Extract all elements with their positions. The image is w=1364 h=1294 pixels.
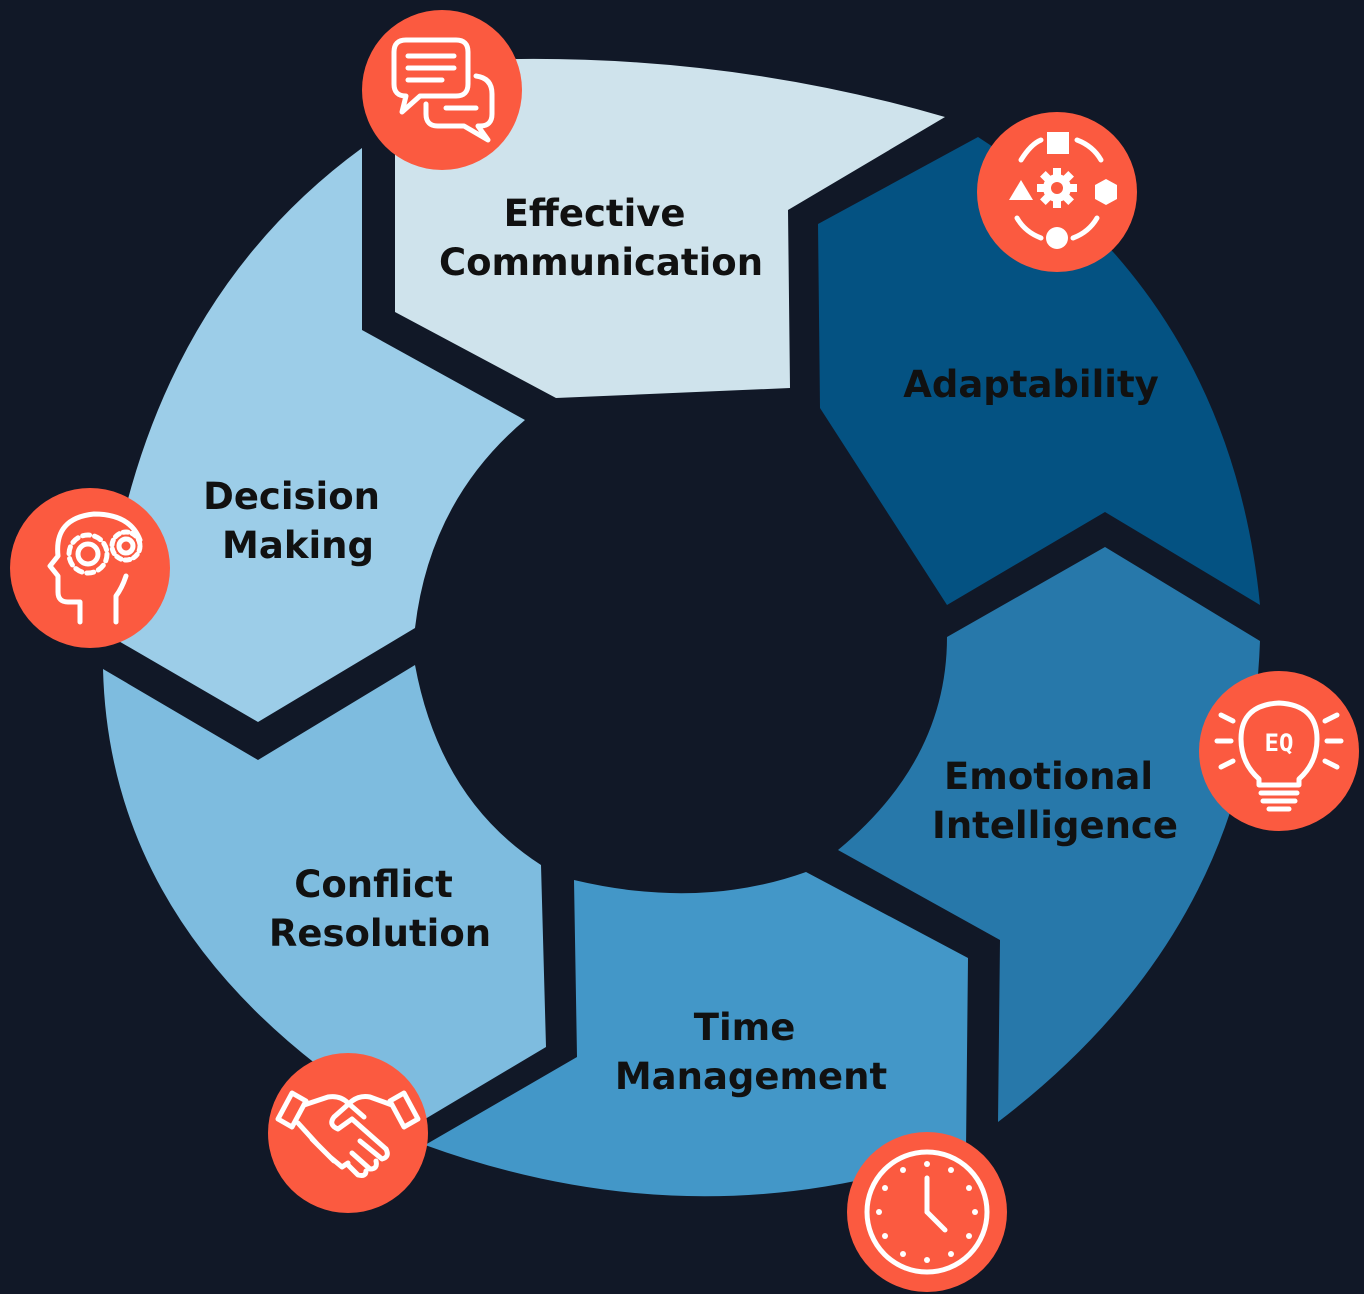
gear-icon — [66, 532, 110, 576]
handshake-icon — [268, 1053, 428, 1213]
segment-effective-communication — [395, 58, 945, 398]
label-effective-communication: Effective Communication — [439, 192, 763, 284]
head-gears-icon — [10, 488, 170, 648]
label-time-management: Time Management — [615, 1006, 887, 1098]
label-adaptability: Adaptability — [903, 363, 1159, 406]
label-effective-communication-line1: Effective — [504, 192, 686, 235]
segment-emotional-intelligence — [838, 547, 1260, 1122]
label-decision-making-line1: Decision — [203, 475, 380, 518]
gear-icon — [109, 529, 143, 563]
label-decision-making-line2: Making — [222, 524, 374, 567]
eq-lightbulb-icon: EQ — [1199, 671, 1359, 831]
cycle-shapes-gear-icon — [977, 112, 1137, 272]
label-emotional-intelligence-line1: Emotional — [944, 755, 1153, 798]
label-decision-making: Decision Making — [203, 475, 393, 567]
clock-icon — [847, 1132, 1007, 1292]
gear-icon — [1037, 168, 1077, 208]
label-effective-communication-line2: Communication — [439, 241, 763, 284]
label-adaptability-line1: Adaptability — [903, 363, 1159, 406]
label-time-management-line1: Time — [694, 1006, 796, 1049]
label-conflict-resolution-line2: Resolution — [269, 912, 491, 955]
chat-bubbles-icon — [362, 10, 522, 170]
segment-time-management — [425, 872, 968, 1197]
label-conflict-resolution-line1: Conflict — [294, 863, 453, 906]
label-emotional-intelligence-line2: Intelligence — [932, 804, 1178, 847]
eq-text: EQ — [1265, 729, 1294, 757]
segment-conflict-resolution — [103, 665, 546, 1128]
segment-adaptability — [818, 137, 1260, 605]
segment-decision-making — [103, 148, 525, 722]
label-time-management-line2: Management — [615, 1055, 887, 1098]
label-conflict-resolution: Conflict Resolution — [269, 863, 491, 955]
label-emotional-intelligence: Emotional Intelligence — [932, 755, 1178, 847]
